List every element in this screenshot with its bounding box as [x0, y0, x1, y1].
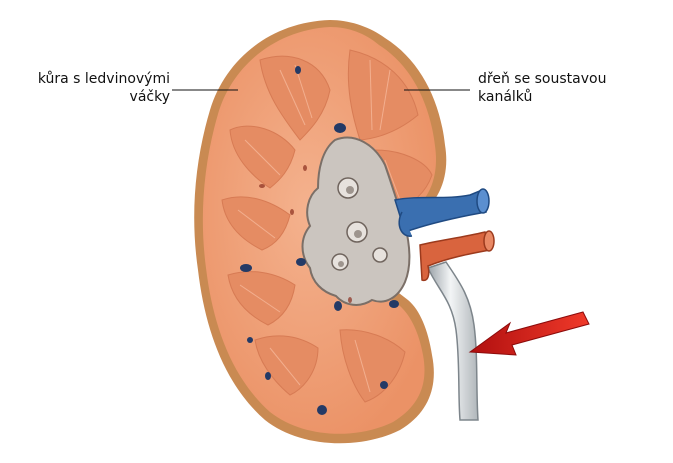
red-arrow-icon — [470, 312, 589, 355]
label-cortex-line2: váčky — [18, 88, 170, 106]
label-medulla-line2: kanálků — [478, 88, 606, 106]
label-medulla-line1: dřeň se soustavou — [478, 70, 606, 88]
label-medulla: dřeň se soustavou kanálků — [478, 70, 606, 106]
ureter — [428, 262, 478, 420]
artery-opening — [484, 231, 494, 251]
calyx-center — [338, 261, 344, 267]
calyx-center — [346, 186, 354, 194]
calyx-center — [354, 230, 362, 238]
label-cortex-line1: kůra s ledvinovými — [18, 70, 170, 88]
label-cortex: kůra s ledvinovými váčky — [18, 70, 170, 106]
vein-opening — [477, 189, 489, 213]
